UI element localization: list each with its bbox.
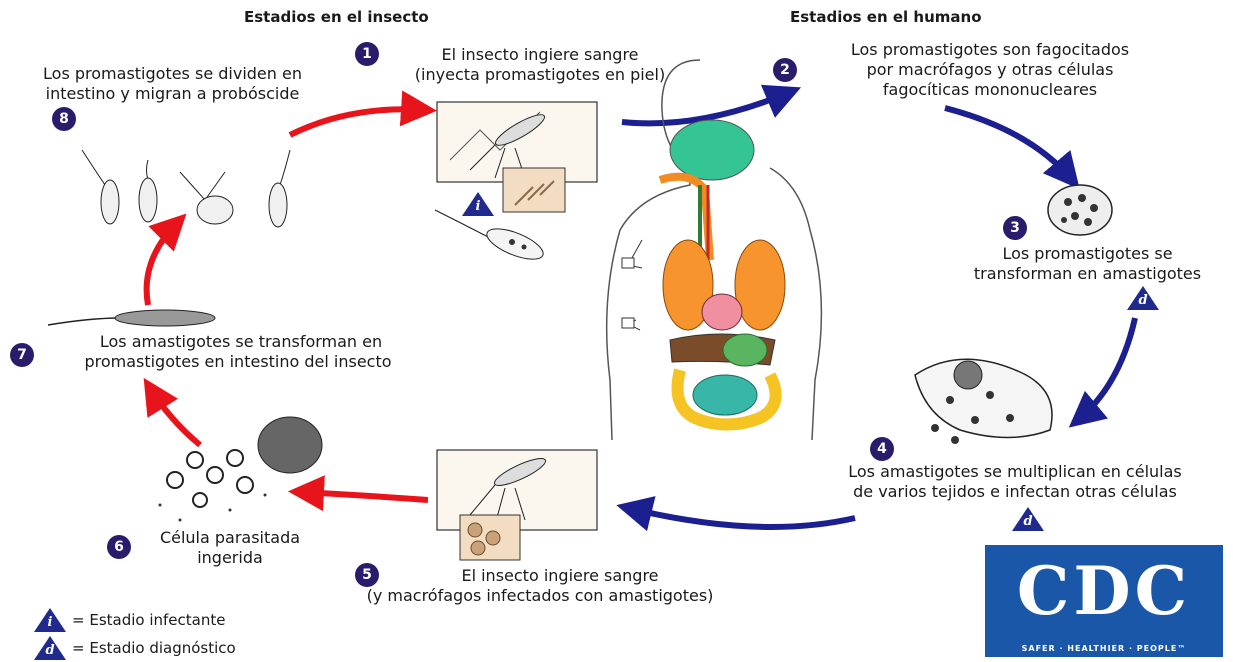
step-4-label: Los amastigotes se multiplican en célula…: [800, 462, 1230, 502]
human-stages-header: Estadios en el humano: [790, 8, 982, 26]
legend-diagnostic-label: = Estadio diagnóstico: [72, 639, 236, 657]
step-8-badge: 8: [52, 107, 76, 131]
step-4-badge: 4: [870, 437, 894, 461]
step-6-badge: 6: [107, 535, 131, 559]
cdc-logo: CDC SAFER · HEALTHIER · PEOPLE™: [985, 545, 1223, 657]
arrow-8-to-1: [290, 109, 425, 135]
step-1-label: El insecto ingiere sangre(inyecta promas…: [360, 45, 720, 85]
arrow-4-to-5: [628, 508, 855, 527]
dividing-promastigotes-drawing: [82, 150, 290, 227]
step-7-badge: 7: [10, 343, 34, 367]
step-2-badge: 2: [773, 58, 797, 82]
macrophage-with-amastigotes: [1048, 185, 1112, 235]
arrow-6-to-7: [150, 388, 200, 445]
diagnostic-stage-icon: d: [1127, 286, 1159, 310]
arrow-2-to-3: [945, 108, 1072, 180]
arrow-1-to-2: [622, 92, 790, 123]
infected-cell-drawing: [915, 359, 1052, 444]
legend-infective-label: = Estadio infectante: [72, 611, 225, 629]
cdc-logo-mark: CDC: [985, 551, 1223, 631]
infective-stage-icon: i: [462, 192, 494, 216]
legend-diagnostic-icon: d: [34, 636, 66, 660]
arrow-3-to-4: [1078, 318, 1135, 420]
arrow-5-to-6: [300, 492, 428, 500]
diagnostic-stage-icon: d: [1012, 507, 1044, 531]
insect-stages-header: Estadios en el insecto: [244, 8, 429, 26]
arrow-7-to-8: [147, 222, 178, 305]
step-5-label: El insecto ingiere sangre(y macrófagos i…: [300, 566, 780, 606]
sandfly-bite-panel-top: [437, 102, 597, 212]
sandfly-bite-panel-bottom: [437, 450, 597, 560]
promastigote-drawing: [435, 210, 547, 265]
elongated-promastigote-drawing: [48, 310, 215, 326]
legend-infective-icon: i: [34, 608, 66, 632]
cdc-logo-tagline: SAFER · HEALTHIER · PEOPLE™: [985, 644, 1223, 653]
step-3-badge: 3: [1003, 216, 1027, 240]
